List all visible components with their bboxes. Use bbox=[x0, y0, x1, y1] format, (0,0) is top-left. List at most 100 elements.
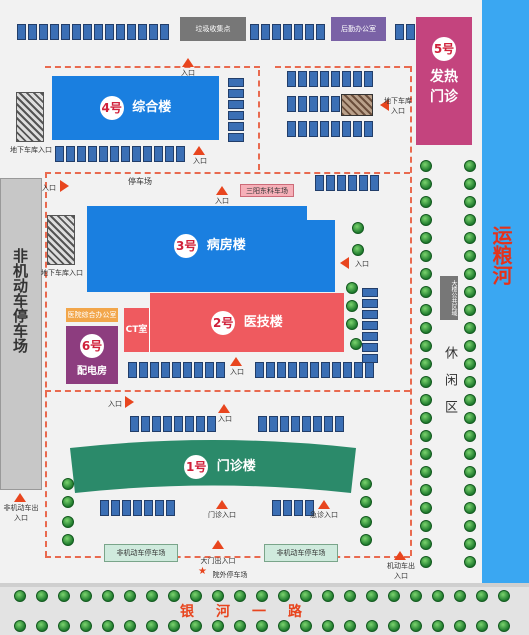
building-2-medtech[interactable]: 2号 医技楼 bbox=[150, 293, 344, 352]
tree-icon bbox=[360, 496, 372, 508]
parking-slot bbox=[258, 416, 267, 432]
tree-icon bbox=[420, 340, 432, 352]
exit-east-arrow bbox=[394, 551, 406, 560]
tree-icon bbox=[420, 376, 432, 388]
parking-slot bbox=[105, 24, 114, 40]
parking-slot bbox=[250, 24, 259, 40]
tree-icon bbox=[346, 282, 358, 294]
building-3-label: 病房楼 bbox=[206, 238, 246, 253]
tree-icon bbox=[388, 620, 400, 632]
tree-icon bbox=[464, 214, 476, 226]
parking-slot bbox=[342, 71, 351, 87]
parking-slot bbox=[266, 362, 275, 378]
parking-slot bbox=[337, 175, 346, 191]
parking-slot bbox=[335, 416, 344, 432]
tree-icon bbox=[58, 590, 70, 602]
building-3-label-wrap: 3号 病房楼 bbox=[150, 234, 270, 259]
tree-icon bbox=[62, 478, 74, 490]
parking-slot bbox=[216, 362, 225, 378]
parking-slot bbox=[362, 321, 378, 330]
building-1-outpatient[interactable] bbox=[66, 438, 360, 500]
tree-icon bbox=[420, 358, 432, 370]
entrance-label: 入口 bbox=[193, 157, 207, 165]
parking-row-b4 bbox=[55, 146, 185, 162]
tree-icon bbox=[420, 232, 432, 244]
road-dash bbox=[45, 66, 260, 68]
parking-ne-3 bbox=[287, 121, 373, 137]
tree-icon bbox=[146, 590, 158, 602]
outpatient-entrance-label: 门诊入口 bbox=[208, 511, 236, 519]
parking-ne-2 bbox=[287, 96, 340, 112]
parking-slot bbox=[331, 121, 340, 137]
tree-icon bbox=[464, 412, 476, 424]
parking-slot bbox=[228, 78, 244, 87]
parking-slot bbox=[228, 133, 244, 142]
parking-slot bbox=[287, 71, 296, 87]
tree-icon bbox=[464, 322, 476, 334]
parking-slot bbox=[183, 362, 192, 378]
river bbox=[482, 0, 529, 583]
entrance-label: 入口 bbox=[181, 69, 195, 77]
tree-icon bbox=[498, 590, 510, 602]
parking-slot bbox=[362, 299, 378, 308]
parking-ne-1 bbox=[287, 71, 373, 87]
parking-row-b1-top-right bbox=[258, 416, 344, 432]
tree-icon bbox=[464, 304, 476, 316]
bike-parking-label: 非机动车停车场 bbox=[11, 248, 29, 353]
tree-icon bbox=[464, 196, 476, 208]
parking-slot bbox=[359, 175, 368, 191]
parking-row-top-2 bbox=[250, 24, 325, 40]
tree-icon bbox=[322, 620, 334, 632]
parking-col-right bbox=[362, 288, 378, 363]
parking-slot bbox=[228, 111, 244, 120]
tree-icon bbox=[256, 590, 268, 602]
parking-slot bbox=[362, 288, 378, 297]
tree-icon bbox=[212, 620, 224, 632]
tree-icon bbox=[476, 590, 488, 602]
tree-icon bbox=[300, 590, 312, 602]
parking-slot bbox=[128, 362, 137, 378]
parking-slot bbox=[362, 310, 378, 319]
parking-slot bbox=[309, 71, 318, 87]
tree-icon bbox=[388, 590, 400, 602]
tree-icon bbox=[464, 178, 476, 190]
tree-icon bbox=[14, 620, 26, 632]
entrance-label: 入口 bbox=[355, 260, 369, 268]
parking-slot bbox=[331, 96, 340, 112]
building-6-power[interactable]: 6号 配电房 bbox=[66, 326, 118, 384]
parking-slot bbox=[291, 416, 300, 432]
building-4-complex[interactable]: 4号 综合楼 bbox=[52, 76, 219, 140]
building-3-wing[interactable] bbox=[293, 220, 335, 292]
parking-slot bbox=[309, 121, 318, 137]
parking-slot bbox=[166, 500, 175, 516]
parking-slot bbox=[160, 24, 169, 40]
nonmotor-parking-west: 非机动车停车场 bbox=[104, 544, 178, 562]
parking-slot bbox=[320, 96, 329, 112]
road-dash bbox=[258, 70, 260, 170]
building-5-badge: 5号 bbox=[432, 37, 456, 61]
tree-icon bbox=[278, 620, 290, 632]
parking-slot bbox=[353, 121, 362, 137]
tree-icon bbox=[464, 484, 476, 496]
parking-slot bbox=[365, 362, 374, 378]
parking-slot bbox=[348, 175, 357, 191]
tree-icon bbox=[14, 590, 26, 602]
tree-icon bbox=[464, 520, 476, 532]
ct-room[interactable]: CT室 bbox=[124, 308, 150, 352]
tree-icon bbox=[168, 590, 180, 602]
building-5-fever-clinic[interactable]: 5号 发热门诊 bbox=[416, 17, 472, 145]
tree-icon bbox=[420, 250, 432, 262]
pharmacy-box: 三阳东科车场 bbox=[240, 184, 294, 197]
parking-slot bbox=[395, 24, 404, 40]
parking-slot bbox=[370, 175, 379, 191]
parking-slot bbox=[331, 71, 340, 87]
main-gate-label: 大门出入口 bbox=[200, 557, 236, 565]
parking-slot bbox=[163, 416, 172, 432]
parking-slot bbox=[50, 24, 59, 40]
parking-slot bbox=[320, 71, 329, 87]
tree-icon bbox=[80, 620, 92, 632]
tree-icon bbox=[464, 340, 476, 352]
tree-icon bbox=[234, 620, 246, 632]
tree-icon bbox=[464, 448, 476, 460]
